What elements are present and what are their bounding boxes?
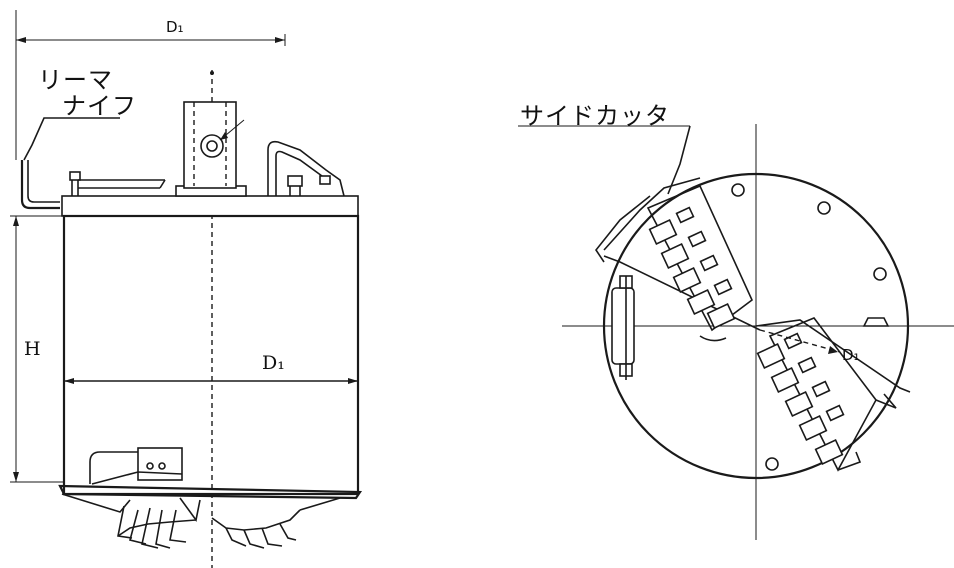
middle-dimension-line	[64, 378, 358, 384]
plan-circle	[602, 172, 910, 480]
bucket-body	[62, 214, 360, 496]
reamer-knife	[20, 117, 120, 210]
latch	[267, 140, 345, 197]
bottom-teeth-left	[61, 493, 201, 549]
bottom-teeth-right	[211, 497, 341, 549]
kelly-box	[175, 101, 247, 197]
bottom-plate	[58, 484, 363, 500]
lower-tooth-arm	[755, 317, 911, 472]
bottom-bracket	[89, 447, 183, 485]
height-label: H	[24, 338, 41, 360]
upper-tooth-arm	[603, 177, 761, 342]
plan-d1-indicator	[759, 329, 841, 354]
plan-d1-label: D₁	[842, 346, 860, 364]
reamer-knife-label-line2: ナイフ	[62, 92, 137, 120]
middle-d1-label: D₁	[262, 352, 285, 374]
top-d1-label: D₁	[166, 18, 184, 36]
side-cutter-label: サイドカッタ	[520, 102, 670, 130]
height-dimension-line	[10, 215, 64, 483]
top-bar	[69, 171, 166, 196]
bolt-holes	[731, 183, 890, 471]
top-dimension-line	[15, 10, 286, 160]
side-cutter-leader	[518, 125, 691, 195]
reamer-knife-label-line1: リーマ	[38, 66, 113, 94]
side-cutter	[595, 195, 651, 380]
